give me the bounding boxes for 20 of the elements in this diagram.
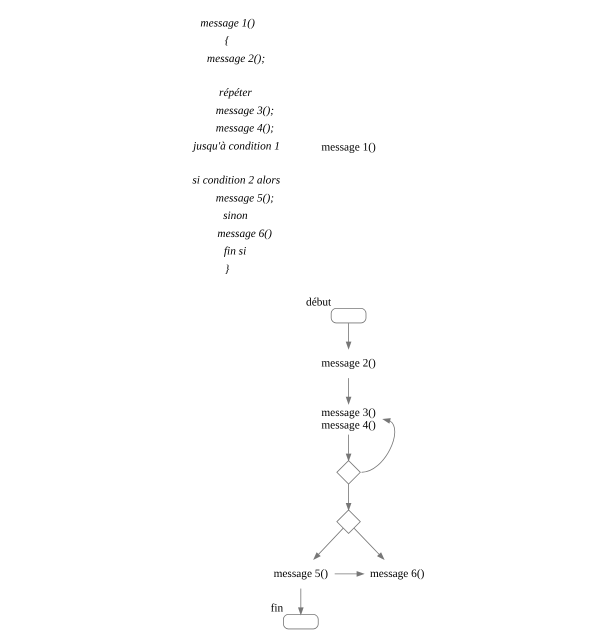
node-label: début — [306, 296, 331, 308]
node-text: message 5() — [273, 568, 328, 580]
label: message 5(); — [215, 192, 274, 204]
label: fin si — [223, 246, 246, 258]
label: { — [224, 35, 229, 48]
label: message 2(); — [206, 52, 265, 65]
label: répéter — [218, 87, 252, 99]
label: message 1() — [200, 17, 254, 30]
node-text: message 2() — [320, 357, 376, 370]
node-text: message 6() — [369, 568, 424, 580]
label: message 4(); — [215, 122, 274, 135]
label: sinon — [222, 210, 248, 222]
label: message 3(); — [215, 104, 274, 117]
node-text: message 3() message 4() — [320, 407, 376, 432]
label: jusqu'à condition 1 — [192, 140, 280, 152]
label: message 6() — [216, 228, 272, 240]
node-label: fin — [270, 602, 283, 614]
label: message 1() — [320, 141, 376, 154]
label: } — [224, 263, 229, 276]
label: si condition 2 alors — [192, 174, 280, 186]
